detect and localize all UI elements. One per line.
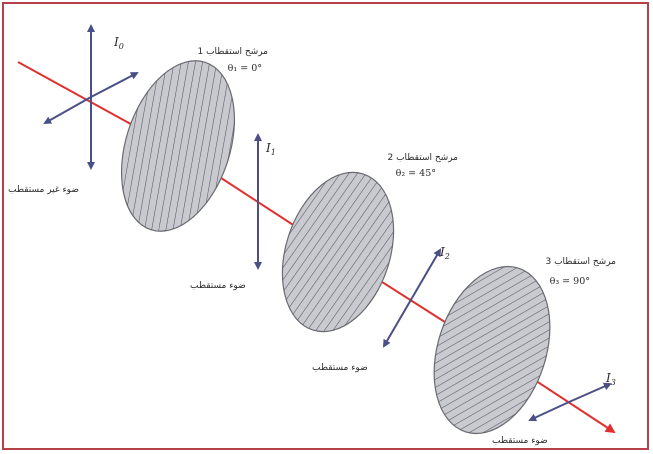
polarized-light-caption-2: ضوء مستقطب [312,363,368,373]
polarized-arrows-2 [382,248,442,348]
polarizing-filter-1 [110,50,250,246]
filter-3-title: مرشح استقطاب 3 [545,257,616,267]
filter-2-title: مرشح استقطاب 2 [387,153,458,163]
intensity-label-i3: I3 [605,371,616,387]
unpolarized-arrows [43,24,139,170]
filter-3-angle: θ₃ = 90° [550,276,590,287]
polarized-light-caption-3: ضوء مستقطب [492,436,548,446]
intensity-label-i1: I1 [265,141,276,157]
filter-1-angle: θ₁ = 0° [228,63,262,74]
polarizing-filter-2 [270,160,410,347]
intensity-label-i2: I2 [439,245,450,261]
filter-1-title: مرشح استقطاب 1 [197,47,268,57]
polarized-arrows-3 [528,382,612,422]
polarizing-filter-3 [420,255,570,449]
unpolarized-light-caption: ضوء غير مستقطب [8,185,79,195]
intensity-label-i0: I0 [113,35,124,51]
filter-2-angle: θ₂ = 45° [396,168,436,179]
polarized-light-caption-1: ضوء مستقطب [190,281,246,291]
